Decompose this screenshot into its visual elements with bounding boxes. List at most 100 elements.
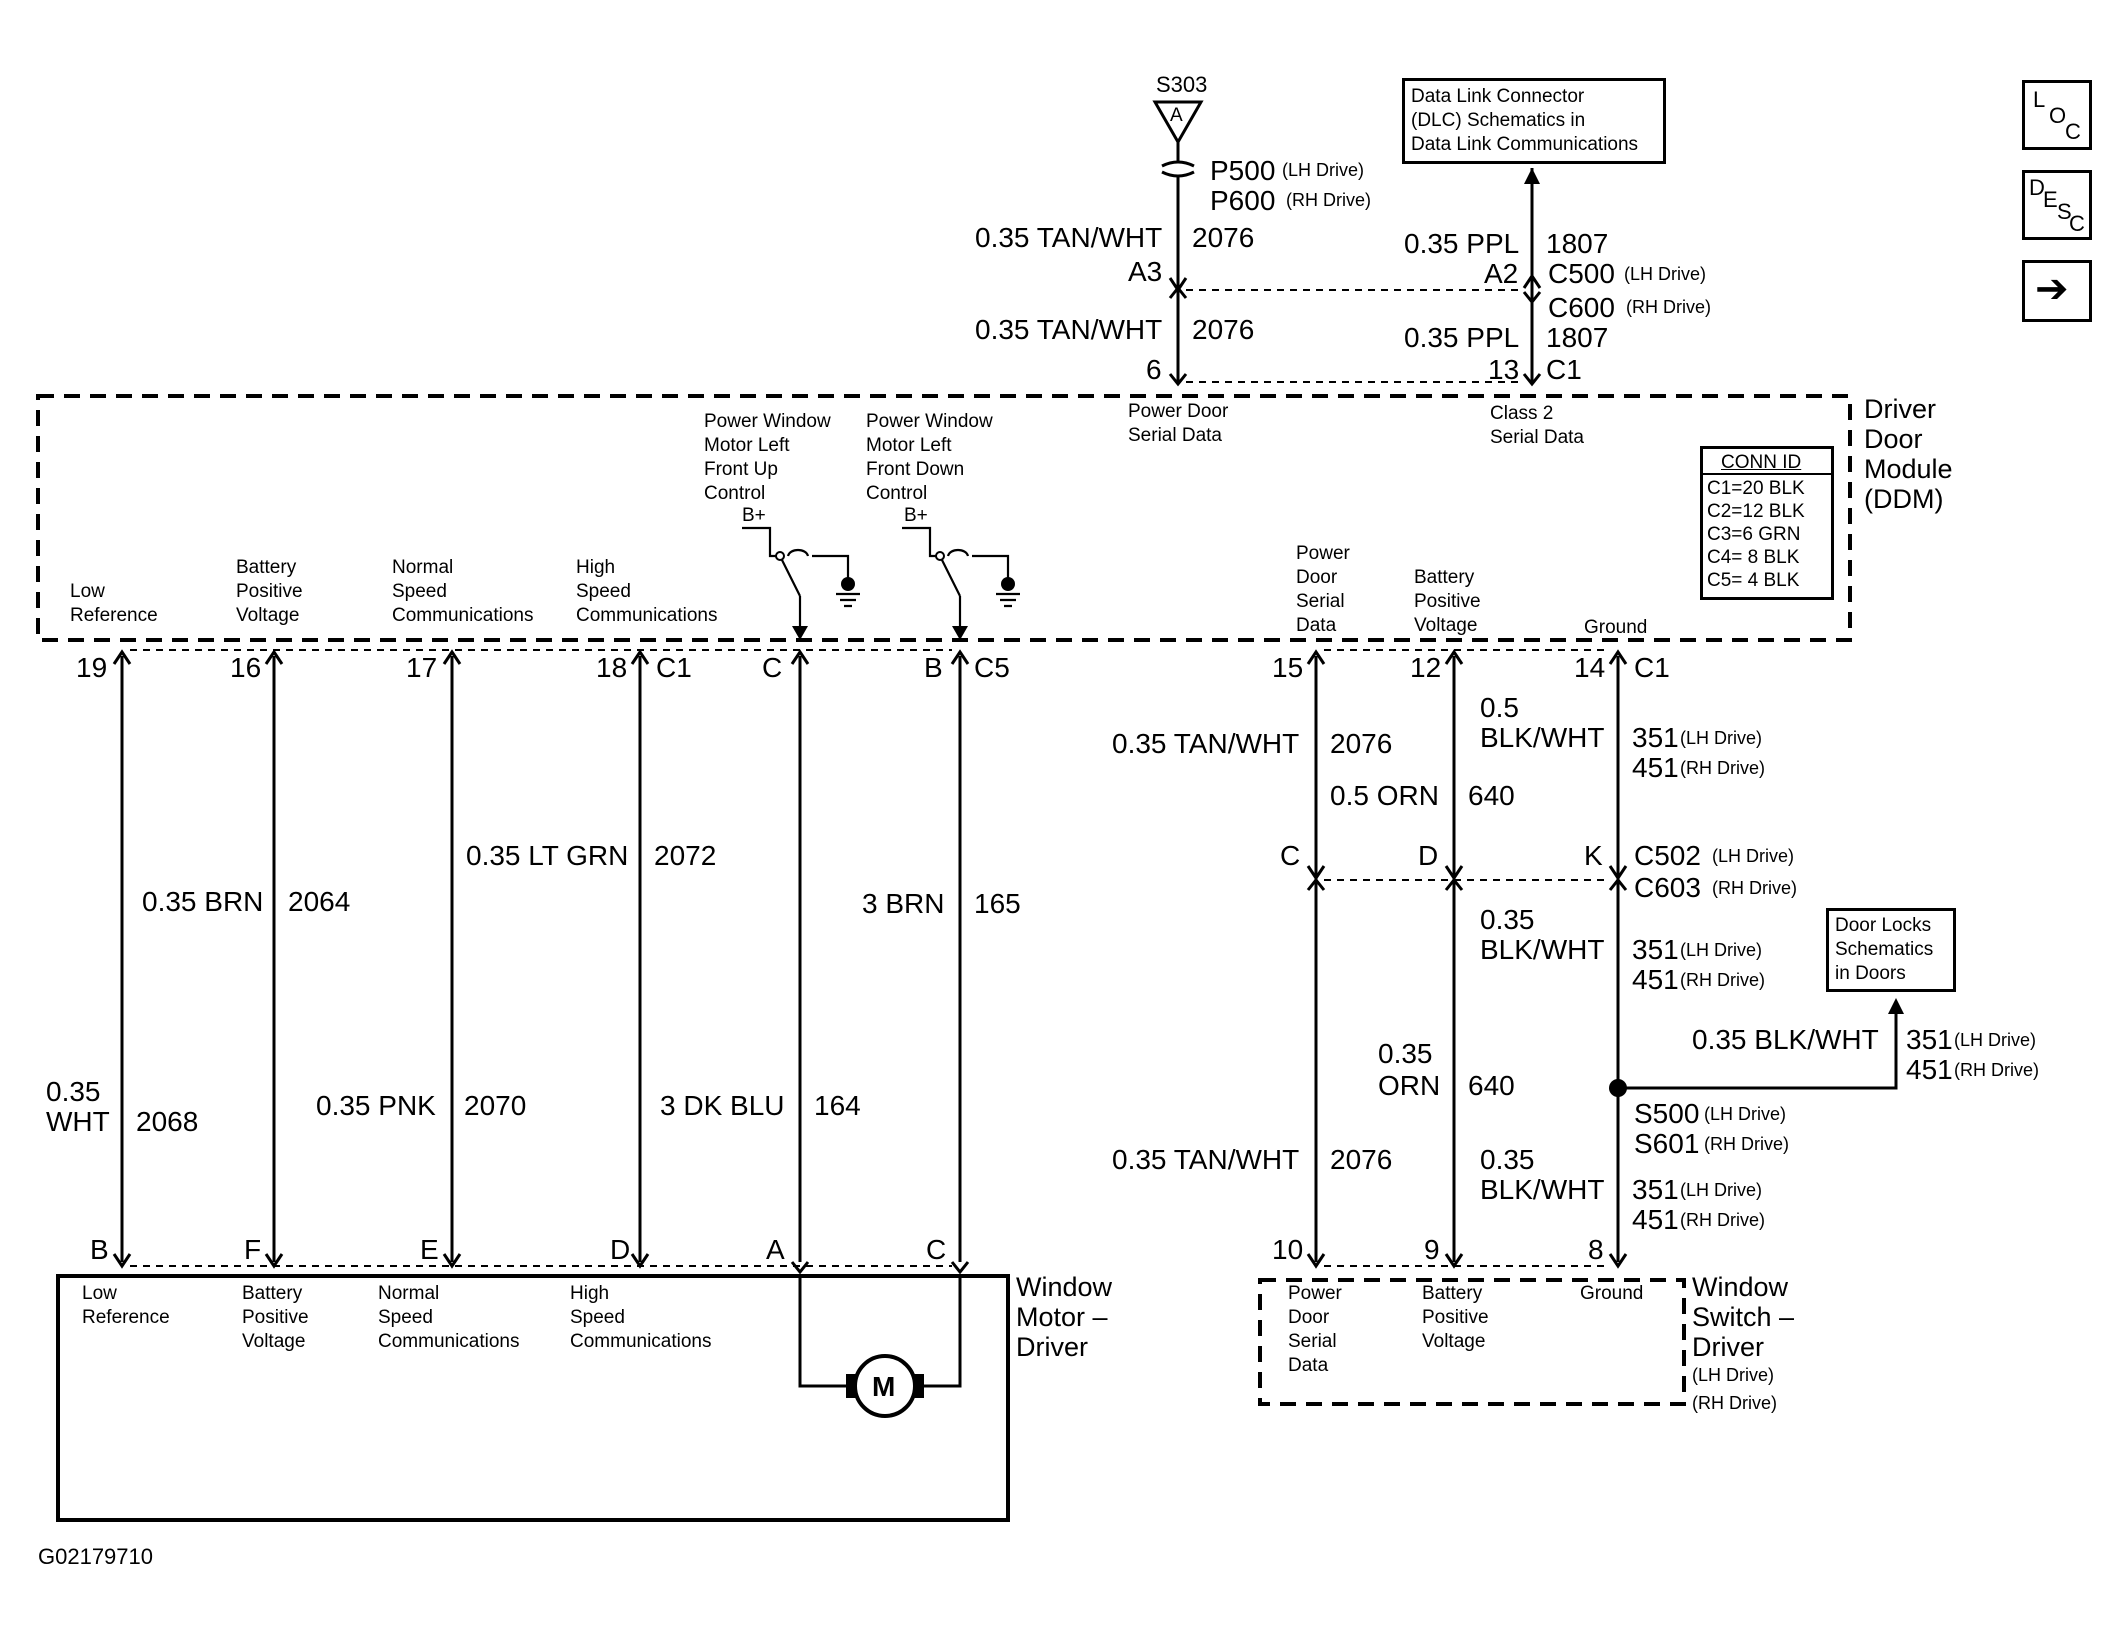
switch-pds-2: Door	[1288, 1307, 1330, 1328]
connector-c600: C600	[1548, 292, 1615, 323]
motor-normal-3: Communications	[378, 1331, 520, 1352]
ddm-class2-2: Serial Data	[1490, 427, 1584, 448]
motor-low-ref-1: Low	[82, 1283, 117, 1304]
conn-id-table: CONN ID C1=20 BLK C2=12 BLK C3=6 GRN C4=…	[1700, 446, 1834, 600]
switch-boundary	[1258, 1278, 1686, 1406]
description-icon[interactable]: D E S C	[2022, 170, 2092, 240]
motor-title-2: Motor –	[1016, 1302, 1108, 1332]
motor-pin-a: A	[766, 1234, 785, 1265]
wire-165-circuit: 165	[974, 888, 1021, 919]
switch-pin-10: 10	[1272, 1234, 1304, 1265]
ddm-low-ref-2: Reference	[70, 605, 158, 626]
ddm-high-1: High	[576, 557, 616, 578]
switch-pds-1: Power	[1288, 1283, 1342, 1304]
wire-164-gauge: 3 DK BLU	[660, 1090, 785, 1121]
pin-19: 19	[76, 652, 108, 683]
splice-pin: A	[1170, 105, 1183, 126]
motor-pin-c: C	[926, 1234, 947, 1265]
pin-a3: A3	[1128, 256, 1163, 287]
switch-drive-lh: (LH Drive)	[1692, 1365, 1775, 1385]
wire-451a-circuit: 451	[1632, 752, 1679, 783]
motor-pin-b: B	[90, 1234, 109, 1265]
wire-640a-gauge: 0.5 ORN	[1330, 780, 1439, 811]
motor-high-1: High	[570, 1283, 610, 1304]
connector-c500: C500	[1548, 258, 1615, 289]
switch-batt-1: Battery	[1422, 1283, 1483, 1304]
wire-451b-circuit: 451	[1632, 964, 1679, 995]
ddm-title-1: Driver	[1864, 394, 1936, 424]
c502-pin-k: K	[1584, 840, 1603, 871]
location-icon[interactable]: L O C	[2022, 80, 2092, 150]
splice-triangle	[1152, 100, 1204, 146]
connector-c1-left: C1	[656, 652, 692, 683]
dlc-reference-box[interactable]: Data Link Connector (DLC) Schematics in …	[1402, 78, 1666, 164]
branch-351: 351	[1906, 1024, 1953, 1055]
pin-6: 6	[1146, 354, 1162, 385]
down-control-1: Power Window	[866, 411, 993, 432]
pin-17: 17	[406, 652, 438, 683]
switch-title-2: Switch –	[1692, 1302, 1795, 1332]
c502-pin-c: C	[1280, 840, 1301, 871]
wire-165-gauge: 3 BRN	[862, 888, 945, 919]
wire-351c-color: BLK/WHT	[1480, 1174, 1605, 1205]
motor-normal-1: Normal	[378, 1283, 440, 1304]
c603-drive: (RH Drive)	[1712, 878, 1797, 898]
wire-2076a-circuit: 2076	[1330, 728, 1393, 759]
splice-s601: S601	[1634, 1128, 1700, 1159]
wire-451a-drive: (RH Drive)	[1680, 758, 1765, 778]
switch-title-1: Window	[1692, 1272, 1789, 1302]
switch-ground: Ground	[1580, 1283, 1644, 1304]
wire-2068-gauge: 0.35	[46, 1076, 101, 1107]
wire-351c-circuit: 351	[1632, 1174, 1679, 1205]
wire-1807-mid-circuit: 1807	[1546, 322, 1609, 353]
wire-1807-top-gauge: 0.35 PPL	[1404, 228, 1520, 259]
motor-pin-f: F	[244, 1234, 262, 1265]
motor-batt-1: Battery	[242, 1283, 303, 1304]
ddm-low-ref-1: Low	[70, 581, 105, 602]
right-wires	[1306, 649, 1904, 1269]
down-control-2: Motor Left	[866, 435, 952, 456]
ddm-boundary	[36, 394, 1852, 642]
ddm-power-door-serial-1: Power Door	[1128, 401, 1229, 422]
c502-pin-d: D	[1418, 840, 1439, 871]
ddm-title-2: Door	[1864, 424, 1923, 454]
door-locks-reference-box[interactable]: Door Locks Schematics in Doors	[1826, 908, 1956, 992]
switch-pin-9: 9	[1424, 1234, 1440, 1265]
wire-1807-mid-gauge: 0.35 PPL	[1404, 322, 1520, 353]
up-control-3: Front Up	[704, 459, 778, 480]
wire-2070-gauge: 0.35 PNK	[316, 1090, 436, 1121]
up-control-1: Power Window	[704, 411, 831, 432]
wire-451b-drive: (RH Drive)	[1680, 970, 1765, 990]
ddm-ground: Ground	[1584, 617, 1648, 638]
switch-pin-8: 8	[1588, 1234, 1604, 1265]
branch-gauge: 0.35 BLK/WHT	[1692, 1024, 1879, 1055]
wire-351b-color: BLK/WHT	[1480, 934, 1605, 965]
motor-low-ref-2: Reference	[82, 1307, 170, 1328]
wire-1807-top-circuit: 1807	[1546, 228, 1609, 259]
wire-2070-circuit: 2070	[464, 1090, 527, 1121]
wire-2072-circuit: 2072	[654, 840, 717, 871]
down-bplus: B+	[904, 505, 928, 526]
pin-16: 16	[230, 652, 262, 683]
down-control-3: Front Down	[866, 459, 965, 480]
c502-drive: (LH Drive)	[1712, 846, 1795, 866]
up-control-2: Motor Left	[704, 435, 790, 456]
c500-drive: (LH Drive)	[1624, 264, 1707, 284]
wire-2064-gauge: 0.35 BRN	[142, 886, 264, 917]
inline-connector-symbol	[1161, 142, 1195, 178]
motor-batt-2: Positive	[242, 1307, 309, 1328]
wire-2076-mid-circuit: 2076	[1192, 314, 1255, 345]
branch-451-drive: (RH Drive)	[1954, 1060, 2039, 1080]
wire-2076b-circuit: 2076	[1330, 1144, 1393, 1175]
wire-2076b-gauge: 0.35 TAN/WHT	[1112, 1144, 1300, 1175]
pin-14: 14	[1574, 652, 1606, 683]
wire-351c-gauge: 0.35	[1480, 1144, 1535, 1175]
s601-drive: (RH Drive)	[1704, 1134, 1789, 1154]
ddm-high-2: Speed	[576, 581, 631, 602]
ddm-normal-1: Normal	[392, 557, 454, 578]
pin-c-c5: C	[762, 652, 783, 683]
motor-normal-2: Speed	[378, 1307, 433, 1328]
switch-batt-2: Positive	[1422, 1307, 1489, 1328]
next-arrow-icon[interactable]: ➔	[2022, 260, 2092, 322]
figure-id: G02179710	[38, 1544, 153, 1569]
